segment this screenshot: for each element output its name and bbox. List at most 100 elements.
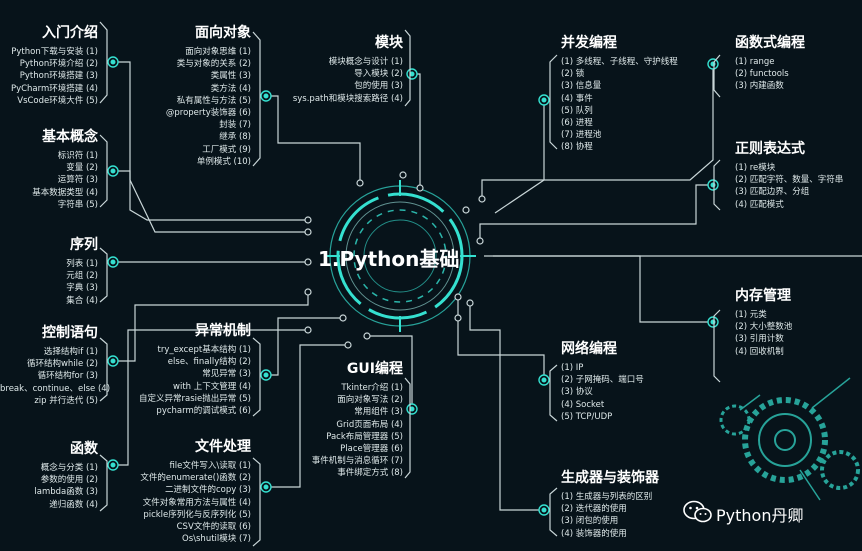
list-item: lambda函数 (3): [34, 487, 98, 498]
list-item: 集合 (4): [66, 295, 98, 306]
list-item: 私有属性与方法 (5): [176, 95, 251, 106]
section-title: 控制语句: [42, 325, 98, 341]
item-list: Tkinter介绍 (1) 面向对象写法 (2) 常用组件 (3) Grid页面…: [300, 382, 403, 480]
list-item: (3) 协议: [561, 387, 593, 398]
section-gui: GUI编程 Tkinter介绍 (1) 面向对象写法 (2) 常用组件 (3) …: [300, 358, 403, 480]
list-item: (3) 引用计数: [735, 334, 784, 345]
item-list: (1) re模块 (2) 匹配字符、数量、字符串 (3) 匹配边界、分组 (4)…: [735, 162, 860, 211]
section-intro: 入门介绍 Python下载与安装 (1) Python环境介绍 (2) Pyth…: [0, 22, 98, 107]
item-list: (1) IP (2) 子网掩码、端口号 (3) 协议 (4) Socket (5…: [561, 362, 711, 423]
list-item: (4) 匹配模式: [735, 199, 784, 210]
list-item: 字典 (3): [66, 283, 98, 294]
item-list: 面向对象思维 (1) 类与对象的关系 (2) 类属性 (3) 类方法 (4) 私…: [130, 46, 251, 168]
list-item: (2) 迭代器的使用: [561, 504, 627, 515]
list-item: (2) 锁: [561, 69, 585, 80]
list-item: Pack布局管理器 (5): [326, 431, 403, 442]
list-item: VsCode环境大件 (5): [17, 95, 98, 106]
list-item: 面向对象写法 (2): [337, 395, 403, 406]
section-modules: 模块 模块概念与设计 (1) 导入模块 (2) 包的使用 (3) sys.pat…: [285, 32, 403, 105]
list-item: 概念与分类 (1): [40, 463, 98, 473]
section-basics: 基本概念 标识符 (1) 变量 (2) 运算符 (3) 基本数据类型 (4) 字…: [0, 126, 98, 211]
item-list: 模块概念与设计 (1) 导入模块 (2) 包的使用 (3) sys.path和模…: [285, 56, 403, 105]
item-list: (1) range (2) functools (3) 内建函数: [735, 56, 860, 93]
section-memory: 内存管理 (1) 元类 (2) 大小整数池 (3) 引用计数 (4) 回收机制: [735, 285, 860, 358]
section-title: 函数: [70, 441, 98, 457]
list-item: 文件的enumerate()函数 (2): [140, 473, 251, 484]
section-title: 并发编程: [561, 35, 617, 51]
list-item: 运算符 (3): [57, 175, 98, 186]
section-title: 网络编程: [561, 341, 617, 357]
list-item: (1) 多线程、子线程、守护线程: [561, 57, 678, 67]
list-item: (7) 进程池: [561, 130, 602, 141]
section-exceptions: 异常机制 try_except基本结构 (1) else、finally结构 (…: [120, 320, 251, 417]
section-sequence: 序列 列表 (1) 元组 (2) 字典 (3) 集合 (4): [0, 234, 98, 307]
list-item: 参数的使用 (2): [40, 475, 98, 486]
list-item: 工厂模式 (9): [202, 144, 251, 155]
list-item: CSV文件的读取 (6): [176, 522, 251, 533]
gears-decoration: [719, 377, 860, 501]
list-item: (4) 事件: [561, 93, 593, 104]
central-hub: [324, 180, 476, 332]
list-item: 常见异常 (3): [202, 369, 251, 380]
list-item: 标识符 (1): [57, 151, 98, 161]
list-item: Python环境搭建 (3): [19, 71, 98, 82]
section-oop: 面向对象 面向对象思维 (1) 类与对象的关系 (2) 类属性 (3) 类方法 …: [130, 22, 251, 168]
section-title: 函数式编程: [735, 35, 805, 51]
watermark-text: Python丹卿: [716, 506, 804, 525]
list-item: (5) 队列: [561, 105, 593, 116]
list-item: try_except基本结构 (1): [157, 345, 251, 355]
section-functional: 函数式编程 (1) range (2) functools (3) 内建函数: [735, 32, 860, 93]
section-title: 模块: [375, 35, 403, 51]
section-title: GUI编程: [346, 361, 403, 377]
section-title: 异常机制: [195, 323, 251, 339]
list-item: 变量 (2): [66, 163, 98, 174]
section-title: 面向对象: [195, 25, 251, 41]
list-item: 列表 (1): [66, 259, 98, 269]
section-network: 网络编程 (1) IP (2) 子网掩码、端口号 (3) 协议 (4) Sock…: [561, 338, 711, 423]
list-item: Tkinter介绍 (1): [341, 383, 403, 393]
list-item: (4) 装饰器的使用: [561, 528, 627, 539]
list-item: 自定义异常rasie抛出异常 (5): [139, 393, 251, 404]
list-item: 常用组件 (3): [354, 407, 403, 418]
list-item: (1) re模块: [735, 163, 776, 173]
list-item: 包的使用 (3): [354, 81, 403, 92]
list-item: 面向对象思维 (1): [185, 47, 251, 57]
section-title: 正则表达式: [735, 141, 805, 157]
list-item: (1) 元类: [735, 310, 767, 320]
item-list: try_except基本结构 (1) else、finally结构 (2) 常见…: [120, 344, 251, 417]
list-item: 类方法 (4): [210, 83, 251, 94]
list-item: (8) 协程: [561, 142, 593, 153]
list-item: 继承 (8): [219, 132, 251, 143]
list-item: Grid页面布局 (4): [336, 419, 403, 430]
list-item: (3) 内建函数: [735, 81, 784, 92]
section-functions: 函数 概念与分类 (1) 参数的使用 (2) lambda函数 (3) 递归函数…: [0, 438, 98, 511]
item-list: (1) 多线程、子线程、守护线程 (2) 锁 (3) 信息量 (4) 事件 (5…: [561, 56, 711, 154]
list-item: (3) 闭包的使用: [561, 516, 619, 527]
list-item: with 上下文管理 (4): [173, 381, 251, 392]
list-item: (4) 回收机制: [735, 346, 784, 357]
list-item: Place管理器 (6): [340, 444, 403, 455]
list-item: zip 并行迭代 (5): [34, 395, 98, 406]
list-item: 循环结构while (2): [26, 359, 98, 370]
list-item: 封装 (7): [219, 120, 251, 131]
item-list: Python下载与安装 (1) Python环境介绍 (2) Python环境搭…: [0, 46, 98, 107]
list-item: (3) 信息量: [561, 81, 602, 92]
list-item: (1) IP: [561, 363, 584, 373]
list-item: (4) Socket: [561, 399, 605, 410]
section-title: 基本概念: [42, 129, 98, 145]
item-list: 概念与分类 (1) 参数的使用 (2) lambda函数 (3) 递归函数 (4…: [0, 462, 98, 511]
section-title: 入门介绍: [42, 25, 98, 41]
list-item: 事件绑定方式 (8): [337, 468, 403, 479]
wechat-icon: [683, 500, 712, 523]
list-item: 元组 (2): [66, 271, 98, 282]
list-item: 递归函数 (4): [49, 499, 98, 510]
list-item: 类与对象的关系 (2): [176, 59, 251, 70]
list-item: sys.path和模块搜索路径 (4): [292, 93, 403, 104]
list-item: 二进制文件的copy (3): [164, 485, 251, 496]
item-list: file文件写入\读取 (1) 文件的enumerate()函数 (2) 二进制…: [120, 460, 251, 545]
list-item: (6) 进程: [561, 118, 593, 129]
list-item: file文件写入\读取 (1): [169, 461, 251, 471]
list-item: Python环境介绍 (2): [19, 59, 98, 70]
list-item: PyCharm环境搭建 (4): [10, 83, 98, 94]
